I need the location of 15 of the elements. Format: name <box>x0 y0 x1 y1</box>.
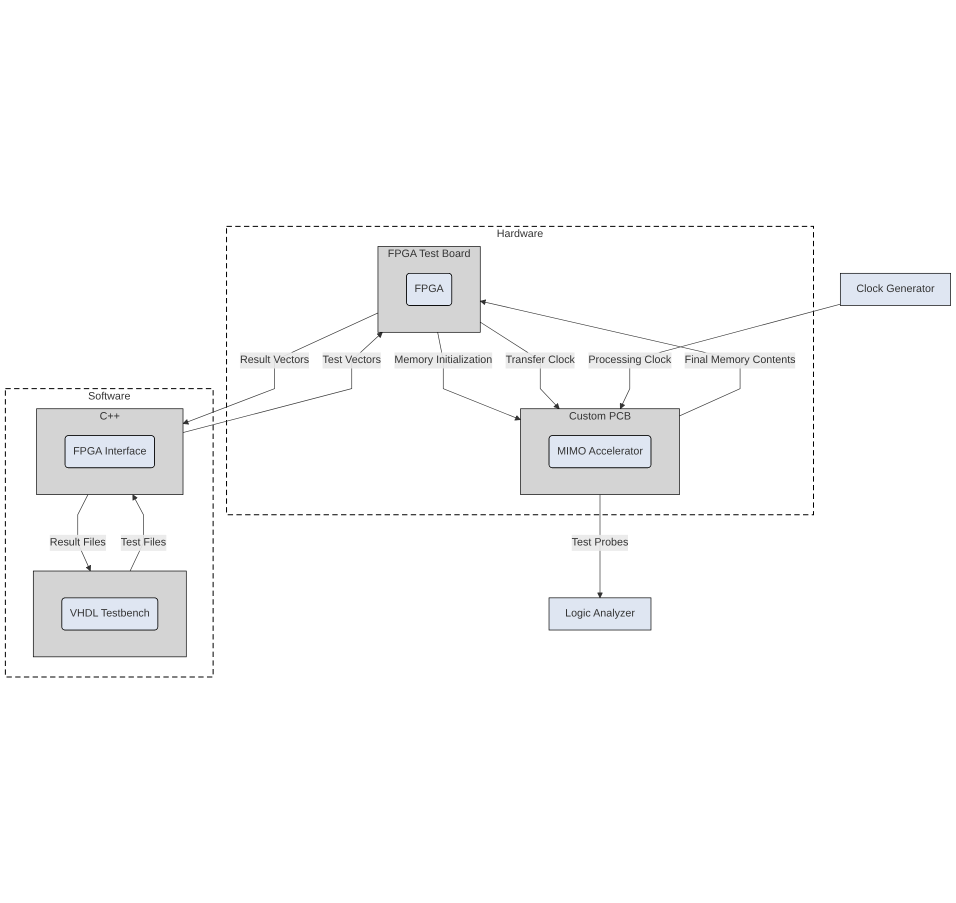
edge-label: Transfer Clock <box>506 354 575 366</box>
edge-label: Test Files <box>120 536 166 548</box>
edge-label: Final Memory Contents <box>684 354 796 366</box>
arrow <box>182 332 383 433</box>
arrow <box>182 312 378 424</box>
edge-label: Result Vectors <box>240 354 310 366</box>
edge-label: Processing Clock <box>588 354 672 366</box>
edge-label: Result Files <box>50 536 106 548</box>
edge-label: Test Vectors <box>322 354 381 366</box>
node-box: Clock Generator <box>840 272 951 306</box>
arrow <box>620 304 841 409</box>
cluster <box>32 570 187 657</box>
edge-label: Memory Initialization <box>394 354 492 366</box>
edge-label: Test Probes <box>572 536 628 548</box>
node-box: Logic Analyzer <box>548 597 652 630</box>
